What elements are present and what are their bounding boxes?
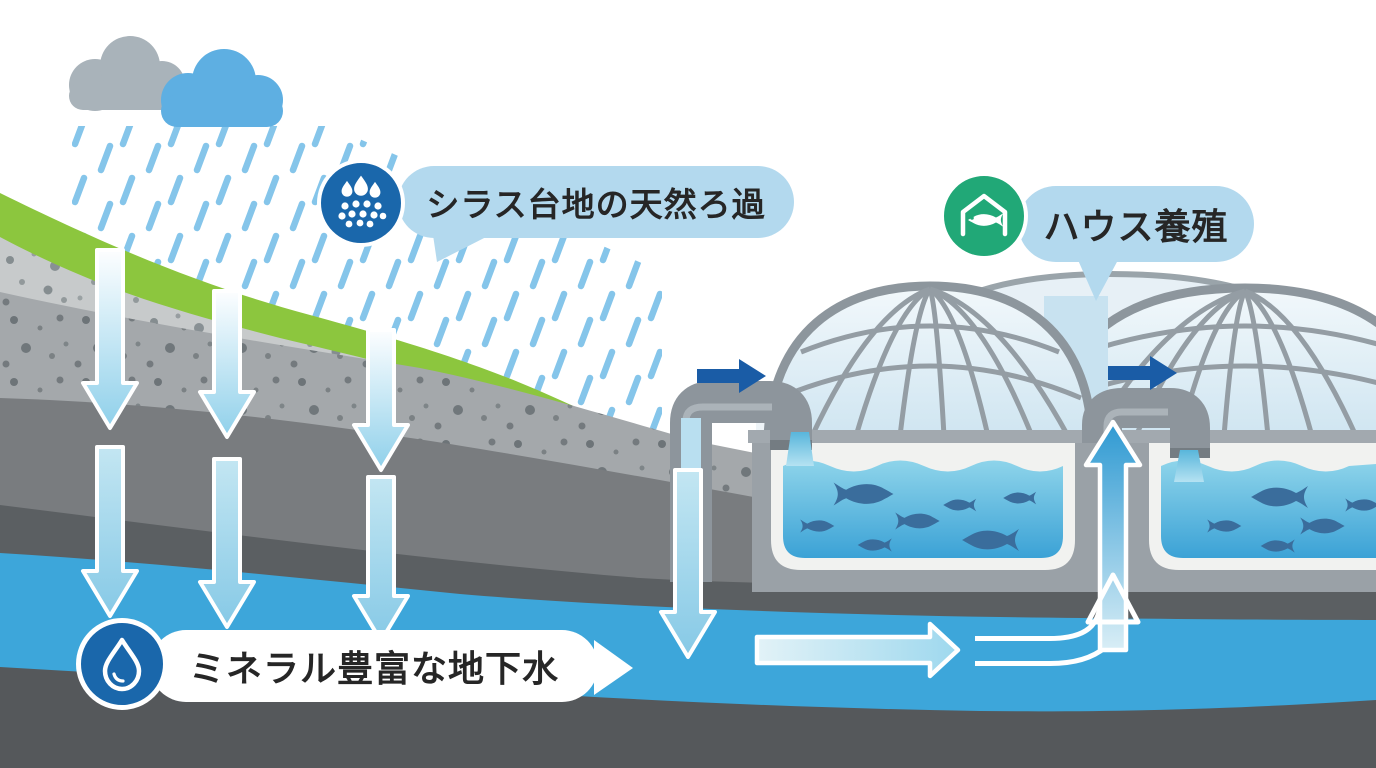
greenhouse-fish-icon [940,172,1028,260]
callout-house-label: ハウス養殖 [1018,186,1254,262]
callout-filtration-label: シラス台地の天然ろ過 [398,166,794,238]
up-flow-arrowhead-outline [1085,572,1141,625]
greenhouse-dome-1 [763,281,1097,443]
tank-1-water [783,460,1063,558]
groundwater-flow-arrows [754,419,1143,679]
fish-tanks [748,430,1376,592]
well-down-arrow [659,468,717,659]
tank-rim [748,430,1376,443]
inlet-pipe-2 [1082,388,1210,482]
water-drop-icon [76,618,168,710]
callout-house-aquaculture: ハウス養殖 [938,168,1278,313]
callout-groundwater-label: ミネラル豊富な地下水 [150,630,598,702]
water-spout-1 [786,432,814,466]
flow-direction-arrow-1 [697,359,766,393]
seepage-arrows [81,248,717,659]
up-flow-arrow [1083,419,1143,653]
flow-direction-arrow-2 [1108,356,1177,390]
cloud-gray-icon [69,36,185,111]
cloud-blue-icon [161,49,283,127]
rain-percolation-icon [317,159,405,247]
water-spout-2 [1174,450,1204,482]
callout-groundwater: ミネラル豊富な地下水 [70,612,650,717]
callout-filtration: シラス台地の天然ろ過 [315,155,815,285]
tank-2-water [1161,460,1376,558]
